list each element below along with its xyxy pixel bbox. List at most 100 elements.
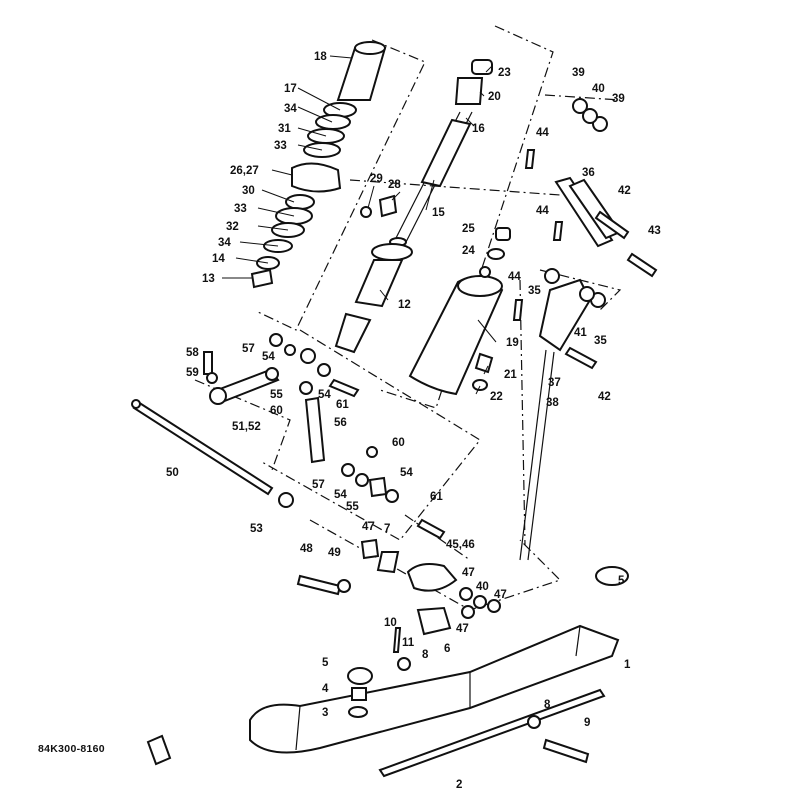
callout-58: 58: [186, 347, 199, 359]
ski: [146, 566, 629, 778]
spacer-7: [376, 551, 400, 574]
callout-2: 2: [456, 779, 462, 791]
callout-19: 19: [506, 337, 519, 349]
callout-26-27: 26,27: [230, 165, 259, 177]
callout-55-b: 55: [346, 501, 359, 513]
callout-41: 41: [574, 327, 587, 339]
callout-9: 9: [584, 717, 590, 729]
callout-labels: 18 17 34 3 1 33 26,27 30 33 32 34 14 13 2…: [166, 51, 661, 791]
cap-13: [250, 268, 274, 289]
spring-seat-26-27: [291, 162, 342, 193]
callout-22: 22: [490, 391, 503, 403]
callout-40-a: 40: [592, 83, 605, 95]
ski-1: [249, 624, 620, 754]
callout-54-d: 54: [334, 489, 347, 501]
callout-3: 3: [322, 707, 328, 719]
bushing-23: [471, 59, 493, 75]
gas-cylinder: [408, 227, 511, 396]
callout-60-b: 60: [392, 437, 405, 449]
callout-14: 14: [212, 253, 225, 265]
cover-12-top: [371, 243, 413, 261]
callout-32: 32: [226, 221, 239, 233]
callout-60-a: 60: [270, 405, 283, 417]
callout-1: 1: [624, 659, 631, 671]
plug-5-top: [595, 566, 629, 586]
callout-42-b: 42: [598, 391, 611, 403]
callout-30: 30: [242, 185, 255, 197]
callout-51-52: 51,52: [232, 421, 261, 433]
callout-20: 20: [488, 91, 501, 103]
callout-36: 36: [582, 167, 595, 179]
collar-47: [360, 538, 380, 560]
bracket-6: [416, 606, 452, 636]
callout-11: 11: [402, 637, 415, 649]
callout-21: 21: [504, 369, 517, 381]
callout-24: 24: [462, 245, 475, 257]
callout-25: 25: [462, 223, 475, 235]
callout-47-c: 47: [494, 589, 507, 601]
runner-2: [378, 688, 606, 778]
callout-16: 16: [472, 123, 485, 135]
callout-57-b: 57: [312, 479, 325, 491]
callout-37: 37: [548, 377, 561, 389]
callout-40-b: 40: [476, 581, 489, 593]
lower-cover: [334, 312, 372, 354]
callout-44-a: 44: [536, 127, 549, 139]
callout-38: 38: [546, 397, 559, 409]
rear-linkage: [512, 98, 658, 561]
callout-44-c: 44: [508, 271, 521, 283]
callout-34-b: 34: [218, 237, 231, 249]
callout-45-46: 45,46: [446, 539, 475, 551]
leader-lines: [222, 55, 497, 395]
callout-35-a: 35: [528, 285, 541, 297]
callout-39-b: 39: [612, 93, 625, 105]
callout-5-a: 5: [618, 575, 625, 587]
callout-61-b: 61: [430, 491, 443, 503]
callout-54-b: 54: [318, 389, 331, 401]
callout-18: 18: [314, 51, 327, 63]
bracket-41: [538, 278, 592, 352]
callout-54-a: 54: [262, 351, 275, 363]
shock-absorber: [334, 59, 493, 354]
callout-28: 28: [388, 179, 401, 191]
callout-42-a: 42: [618, 185, 631, 197]
callout-61-a: 61: [336, 399, 349, 411]
callout-47-d: 47: [456, 623, 469, 635]
collar-18: [336, 47, 387, 101]
callout-44-b: 44: [536, 205, 549, 217]
callout-17: 17: [284, 83, 297, 95]
callout-29: 29: [370, 173, 383, 185]
rod-50: [132, 400, 274, 496]
callout-34: 34: [284, 103, 297, 115]
callout-55-a: 55: [270, 389, 283, 401]
callout-57-a: 57: [242, 343, 255, 355]
callout-13: 13: [202, 273, 215, 285]
callout-48: 48: [300, 543, 313, 555]
callout-33: 33: [274, 140, 287, 152]
callout-50: 50: [166, 467, 179, 479]
callout-59: 59: [186, 367, 199, 379]
drawing-code: 84K300-8160: [38, 743, 105, 755]
callout-54-c: 54: [400, 467, 413, 479]
spring-seat-stack: [250, 41, 398, 289]
callout-12: 12: [398, 299, 411, 311]
callout-7: 7: [384, 523, 390, 535]
callout-33-b: 33: [234, 203, 247, 215]
callout-23: 23: [498, 67, 511, 79]
callout-35-b: 35: [594, 335, 607, 347]
callout-53: 53: [250, 523, 263, 535]
rubber-20: [454, 77, 484, 105]
housing-45-46: [406, 563, 458, 592]
callout-56: 56: [334, 417, 347, 429]
callout-5-b: 5: [322, 657, 329, 669]
callout-8-a: 8: [422, 649, 429, 661]
callout-39-a: 39: [572, 67, 585, 79]
arm-36: [554, 176, 614, 248]
callout-10: 10: [384, 617, 397, 629]
rod-56: [304, 396, 326, 464]
callout-43: 43: [648, 225, 661, 237]
ski-mount: [296, 518, 501, 671]
callout-15: 15: [432, 207, 445, 219]
callout-47-a: 47: [362, 521, 375, 533]
